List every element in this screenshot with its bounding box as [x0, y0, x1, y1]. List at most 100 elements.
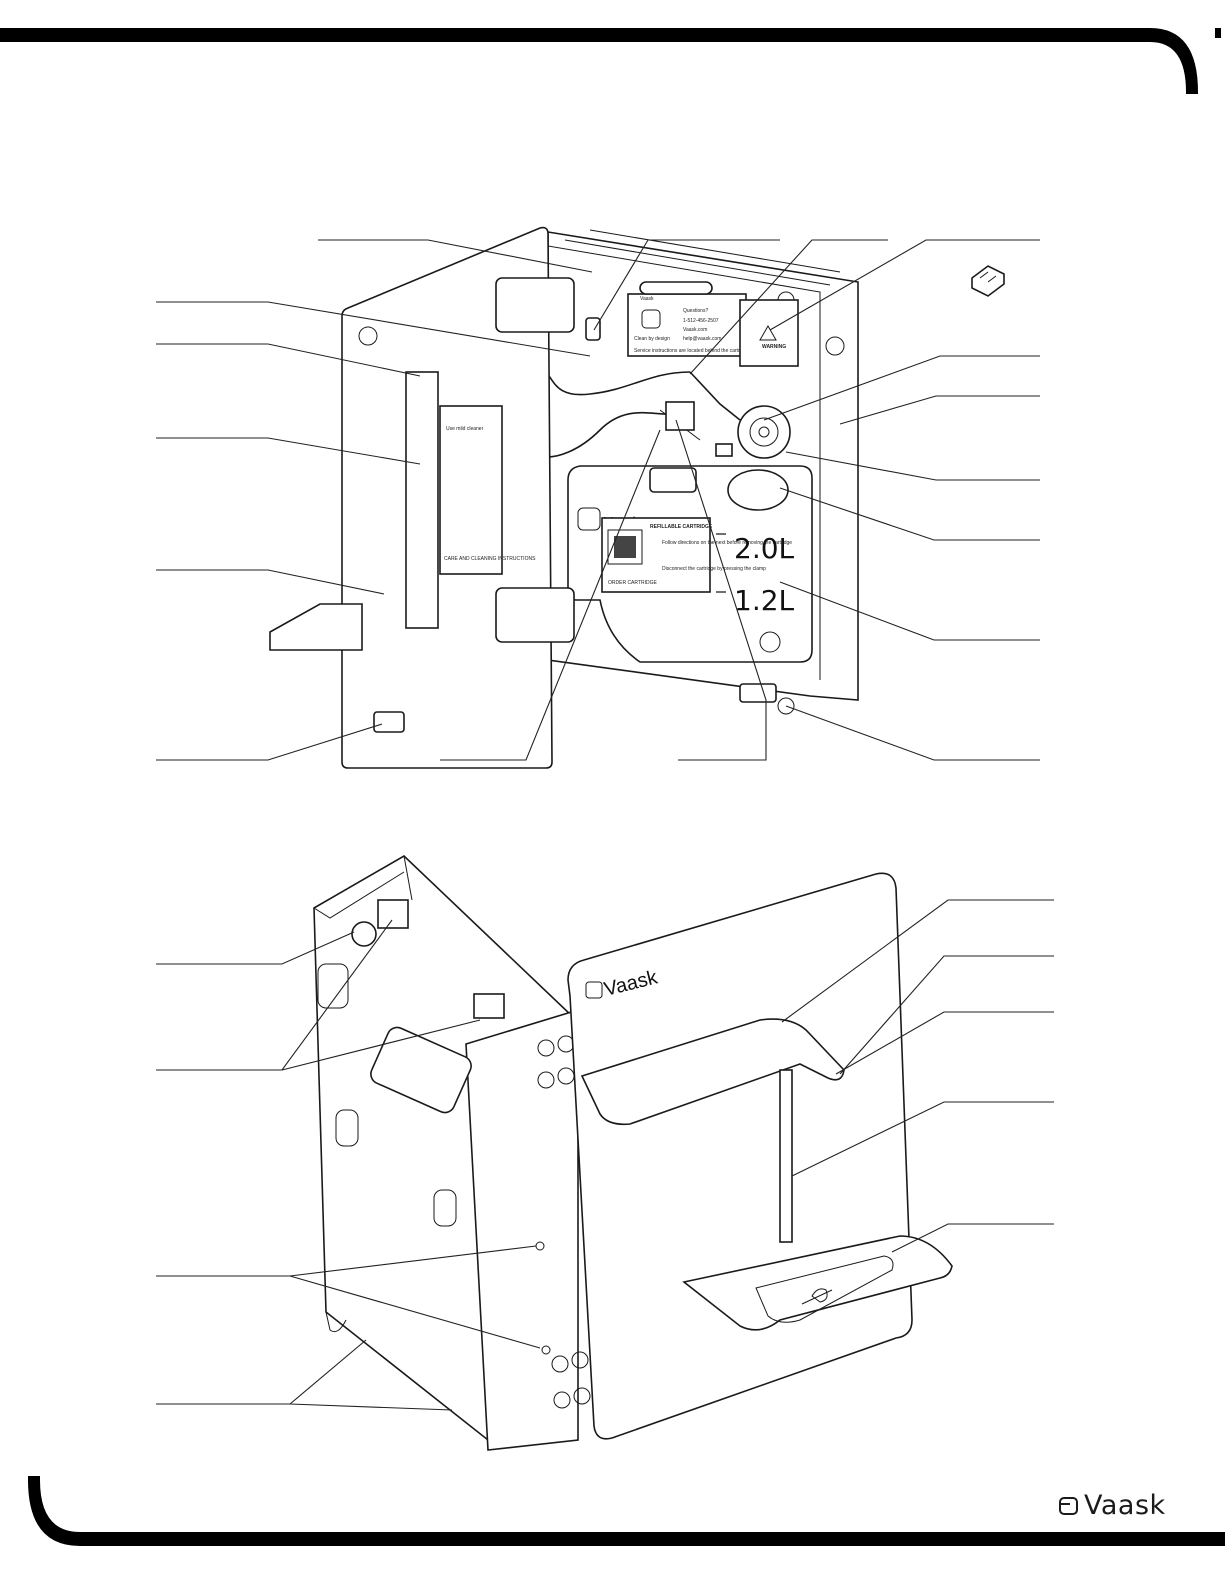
leader-l3 [156, 1245, 541, 1349]
leader-u4 [156, 437, 421, 465]
door-bracket [405, 371, 439, 629]
leader-u6 [156, 723, 383, 761]
box-top [313, 855, 413, 919]
top-handle [639, 281, 713, 295]
top-frame-bar [0, 28, 1198, 94]
leader-l6 [839, 955, 1054, 1075]
leader-l7 [835, 1011, 1054, 1075]
drip-tray-recess [755, 1255, 894, 1323]
qr-code-inner [614, 536, 636, 558]
box-slot-1 [317, 963, 349, 1009]
leader-l8 [791, 1101, 1054, 1177]
box-leg [325, 1311, 347, 1333]
footer-brand: Vaask [1058, 1490, 1166, 1521]
leader-u10 [593, 239, 780, 331]
box-window [370, 1026, 472, 1114]
bottom-latch [739, 683, 777, 703]
housing-knob-bottom [777, 697, 795, 715]
care-sheet-heading: CARE AND CLEANING INSTRUCTIONS [444, 556, 536, 562]
leader-u12 [769, 239, 1040, 331]
service-label-brand: Vaask [640, 296, 654, 302]
housing-top-rail [564, 229, 841, 286]
power-port [585, 317, 601, 341]
leader-l5 [781, 899, 1054, 1023]
leader-u9 [785, 705, 1040, 761]
box-ring [351, 921, 377, 947]
leader-u3 [156, 343, 421, 377]
inline-valve [665, 401, 695, 431]
housing-hole-right [825, 336, 845, 356]
pump-center [758, 426, 770, 438]
service-label-box [627, 293, 747, 357]
box-clip-top [377, 899, 409, 929]
leader-u16 [779, 487, 1040, 541]
pump-outer [737, 405, 791, 459]
cartridge-order: ORDER CARTRIDGE [608, 580, 657, 586]
open-cabinet-figure: Vaask Clean by design Questions? 1-512-4… [269, 226, 1005, 769]
front-panel [567, 872, 913, 1440]
cartridge-logo-icon [577, 507, 601, 531]
door-hole [358, 326, 378, 346]
box-clip-mid [473, 993, 505, 1019]
service-label-note: Service instructions are located behind … [634, 348, 749, 354]
cartridge-cap-right [727, 469, 789, 511]
cartridge-vent [759, 631, 781, 653]
warning-panel [739, 299, 799, 367]
pump-switch [715, 443, 733, 457]
service-label-phone: 1-512-456-2507 [683, 318, 719, 324]
dispenser-logo-icon [585, 981, 603, 999]
page-frame [0, 28, 1225, 1546]
pump-inner [749, 417, 779, 447]
top-frame-tick [1215, 28, 1221, 38]
leader-l9 [891, 1223, 1054, 1253]
leader-l2 [156, 919, 481, 1071]
hinge-top [495, 277, 575, 333]
footer-brand-text: Vaask [1084, 1490, 1166, 1521]
leader-u2 [156, 301, 591, 357]
door-latch [373, 711, 405, 733]
leader-u5 [156, 569, 385, 595]
service-label-email: help@vaask.com [683, 336, 721, 342]
box-front [465, 1008, 579, 1451]
box-slot-2 [335, 1109, 359, 1147]
qr-code-icon [607, 529, 643, 565]
sensor-post [779, 1069, 793, 1243]
leader-u17 [779, 581, 1040, 641]
leader-u1 [318, 239, 593, 273]
leader-l1 [156, 931, 355, 965]
leader-u13 [763, 355, 1040, 421]
vaask-logo-icon [1059, 1496, 1078, 1515]
cartridge-step2: Disconnect the cartridge by pressing the… [662, 566, 766, 572]
wire-connector-icon [971, 265, 1005, 297]
leader-u11 [689, 239, 888, 375]
bottom-frame-bar [28, 1476, 1225, 1546]
level-high-label: 2.0L [734, 532, 795, 565]
tube-to-pump [689, 371, 741, 421]
box-hole-set-bottom [551, 1351, 591, 1409]
leader-u14 [839, 395, 1040, 425]
service-label-logo-icon [641, 309, 661, 329]
box-screw-2 [541, 1345, 551, 1355]
leader-l4 [156, 1339, 453, 1411]
warning-text: WARNING [762, 344, 786, 350]
cartridge-title: REFILLABLE CARTRIDGE [650, 524, 713, 530]
leader-u15 [785, 451, 1040, 481]
nozzle-shelf [580, 1018, 845, 1126]
leader-u8 [675, 419, 767, 761]
cartridge-step1: Follow directions on the next before rem… [662, 540, 792, 546]
service-label-questions: Questions? [683, 308, 709, 314]
upper-leaders [156, 239, 1040, 761]
care-sheet [439, 405, 503, 575]
service-label-tagline: Clean by design [634, 336, 670, 342]
level-low-label: 1.2L [734, 584, 795, 617]
drip-plate [269, 603, 363, 651]
box-slot-3 [433, 1189, 457, 1227]
leader-u7 [440, 429, 661, 761]
closed-dispenser-figure: Vaask [313, 855, 953, 1451]
hinge-bottom [495, 587, 575, 643]
lower-leaders [156, 899, 1054, 1411]
service-label-website: Vaask.com [683, 327, 707, 333]
drip-tray [682, 1235, 953, 1331]
cartridge-cap-left [649, 467, 697, 493]
